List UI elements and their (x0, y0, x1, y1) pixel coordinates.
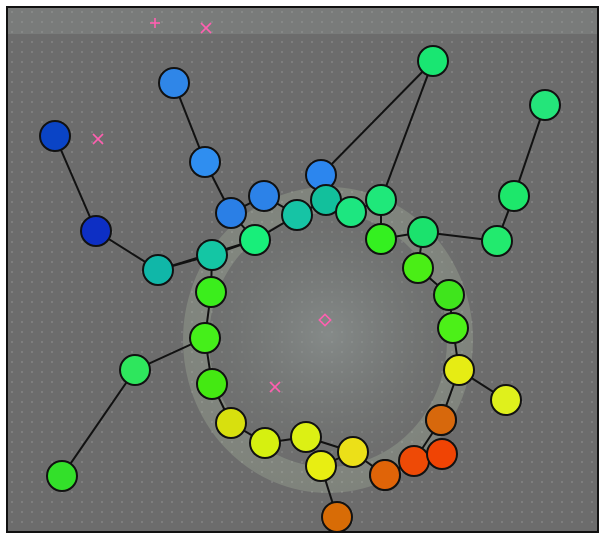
node-n29[interactable] (249, 427, 281, 459)
marker-x-center (269, 381, 281, 393)
node-n22[interactable] (46, 460, 78, 492)
node-n0[interactable] (39, 120, 71, 152)
nodes (39, 45, 561, 533)
node-n21[interactable] (195, 276, 227, 308)
node-n15[interactable] (529, 89, 561, 121)
marker-x-left (92, 133, 104, 145)
marker-diamond-center (318, 313, 332, 327)
node-n12[interactable] (335, 196, 367, 228)
node-n23[interactable] (189, 322, 221, 354)
edge (61, 369, 136, 477)
node-n30[interactable] (290, 421, 322, 453)
node-n38[interactable] (369, 459, 401, 491)
node-n7[interactable] (142, 254, 174, 286)
node-n16[interactable] (498, 180, 530, 212)
edge (513, 104, 546, 197)
node-n27[interactable] (437, 312, 469, 344)
node-n25[interactable] (433, 279, 465, 311)
node-n28[interactable] (215, 407, 247, 439)
node-n32[interactable] (443, 354, 475, 386)
top-band (8, 8, 597, 34)
node-n2[interactable] (158, 67, 190, 99)
node-n26[interactable] (196, 368, 228, 400)
node-n18[interactable] (407, 216, 439, 248)
node-n14[interactable] (365, 184, 397, 216)
markers (92, 18, 332, 393)
node-n40[interactable] (426, 438, 458, 470)
node-n5[interactable] (215, 197, 247, 229)
node-n31[interactable] (305, 450, 337, 482)
marker-plus-top (150, 18, 160, 28)
marker-x-top (200, 22, 212, 34)
node-n20[interactable] (365, 223, 397, 255)
edge (320, 60, 434, 176)
node-n41[interactable] (425, 404, 457, 436)
node-n4[interactable] (248, 180, 280, 212)
node-n33[interactable] (337, 436, 369, 468)
node-n8[interactable] (281, 199, 313, 231)
node-n10[interactable] (196, 239, 228, 271)
edge (54, 135, 97, 232)
node-n11[interactable] (239, 224, 271, 256)
node-n13[interactable] (417, 45, 449, 77)
edge (380, 60, 434, 201)
node-n39[interactable] (398, 445, 430, 477)
node-n36[interactable] (321, 501, 353, 533)
node-n3[interactable] (189, 146, 221, 178)
node-n1[interactable] (80, 215, 112, 247)
node-n17[interactable] (481, 225, 513, 257)
node-n34[interactable] (490, 384, 522, 416)
node-n19[interactable] (119, 354, 151, 386)
node-n24[interactable] (402, 252, 434, 284)
